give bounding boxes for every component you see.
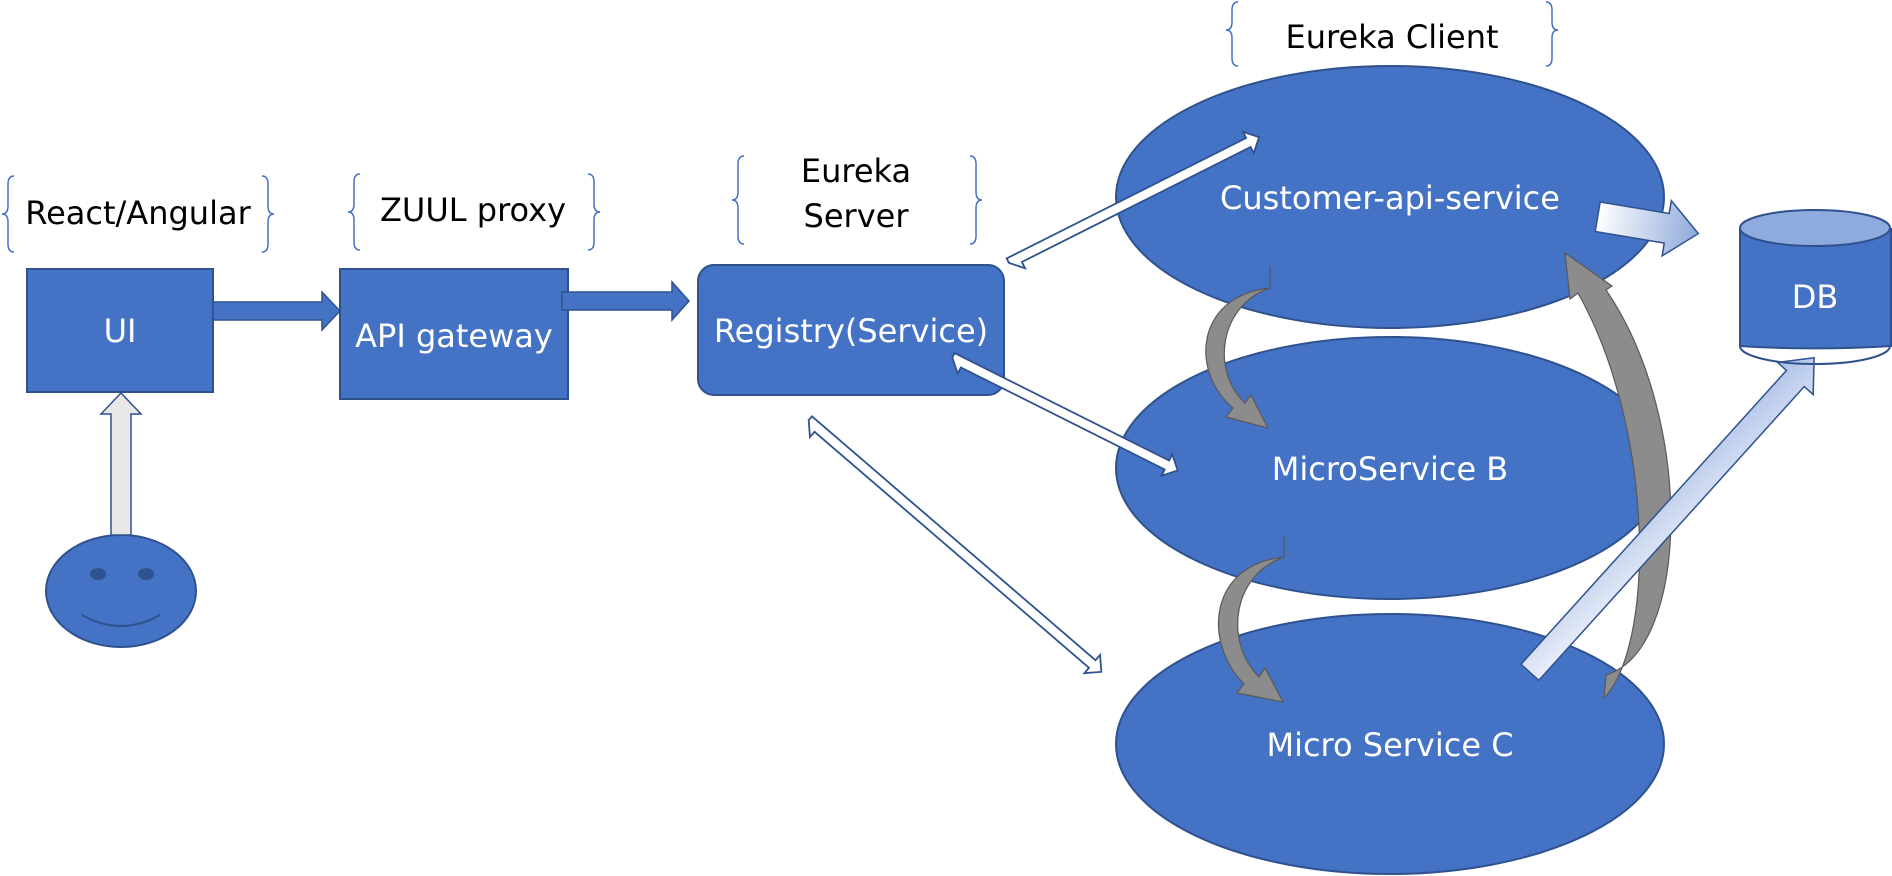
brace-zuul — [347, 173, 601, 251]
zuul-proxy-label: ZUUL proxy — [380, 191, 566, 229]
b-to-c-curved-arrow — [1217, 536, 1285, 703]
registry-label: Registry(Service) — [714, 312, 988, 350]
customer-to-db-arrow — [1594, 198, 1700, 258]
c-to-customer-curved-arrow — [1564, 251, 1672, 700]
api-gateway-node: API gateway — [339, 268, 569, 400]
db-label: DB — [1792, 278, 1839, 316]
registry-microservice-b-link — [951, 351, 1179, 478]
brace-eureka-server — [731, 155, 983, 245]
gateway-to-registry-arrow — [561, 280, 691, 322]
customer-api-service-label: Customer-api-service — [1220, 179, 1560, 217]
ui-label: UI — [104, 312, 137, 350]
microservice-b-node: MicroService B — [1115, 336, 1665, 600]
ui-to-gateway-arrow — [212, 290, 342, 332]
registry-micro-service-c-link — [807, 415, 1103, 675]
customer-to-b-curved-arrow — [1205, 266, 1271, 429]
react-angular-label: React/Angular — [25, 194, 251, 232]
ui-node: UI — [26, 268, 214, 393]
registry-node: Registry(Service) — [697, 264, 1005, 396]
registry-customer-link — [1005, 130, 1261, 270]
user-smiley-icon — [45, 534, 197, 648]
micro-service-c-node: Micro Service C — [1115, 613, 1665, 875]
microservice-b-label: MicroService B — [1272, 450, 1509, 488]
eureka-client-label: Eureka Client — [1285, 18, 1498, 56]
brace-eureka-client — [1225, 1, 1559, 67]
micro-service-c-label: Micro Service C — [1266, 726, 1513, 764]
api-gateway-label: API gateway — [355, 317, 553, 355]
eureka-server-label-1: Eureka — [801, 152, 911, 190]
c-to-db-arrow — [1519, 356, 1815, 682]
eureka-server-label-2: Server — [804, 197, 910, 235]
user-to-ui-arrow — [99, 391, 143, 536]
customer-api-service-node: Customer-api-service — [1115, 65, 1665, 329]
brace-react-angular — [1, 175, 275, 253]
db-node: DB — [1739, 209, 1892, 365]
